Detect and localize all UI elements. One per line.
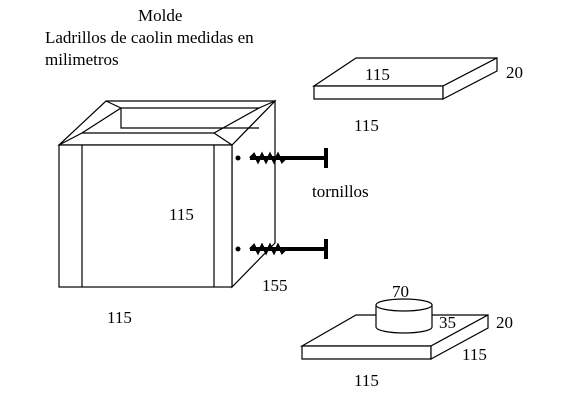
- box-inner-back: [120, 108, 259, 129]
- cylinder: [375, 298, 433, 334]
- title-line-2: Ladrillos de caolin medidas en: [45, 28, 254, 47]
- bottom-plate: [299, 313, 489, 361]
- bottom-plate-side-label: 20: [496, 313, 513, 332]
- mold-box: [57, 99, 277, 289]
- cylinder-top: [375, 298, 433, 312]
- cylinder-height-label: 35: [439, 313, 456, 332]
- box-face-label: 115: [169, 205, 194, 224]
- box-bottom-label: 115: [107, 308, 132, 327]
- screws-label: tornillos: [312, 182, 369, 201]
- top-plate-side-label: 20: [506, 63, 523, 82]
- box-front-face: [58, 144, 233, 288]
- top-plate-bottom-label: 115: [354, 116, 379, 135]
- top-plate-front-face: [313, 85, 444, 100]
- top-plate: [312, 57, 498, 100]
- screw-lower: [235, 239, 328, 259]
- title-line-1: Molde: [138, 6, 182, 25]
- title-line-3: milimetros: [45, 50, 119, 69]
- screw-upper: [235, 148, 328, 168]
- top-plate-side-face: [442, 57, 498, 100]
- cylinder-top-label: 70: [392, 282, 409, 301]
- bottom-plate-side-face: [430, 313, 489, 361]
- bottom-plate-bottom-label: 115: [354, 371, 379, 390]
- top-plate-top-label: 115: [365, 65, 390, 84]
- bottom-plate-front-face: [301, 345, 432, 360]
- bottom-plate-depth-label: 115: [462, 345, 487, 364]
- box-depth-label: 155: [262, 276, 288, 295]
- cylinder-body: [375, 304, 433, 334]
